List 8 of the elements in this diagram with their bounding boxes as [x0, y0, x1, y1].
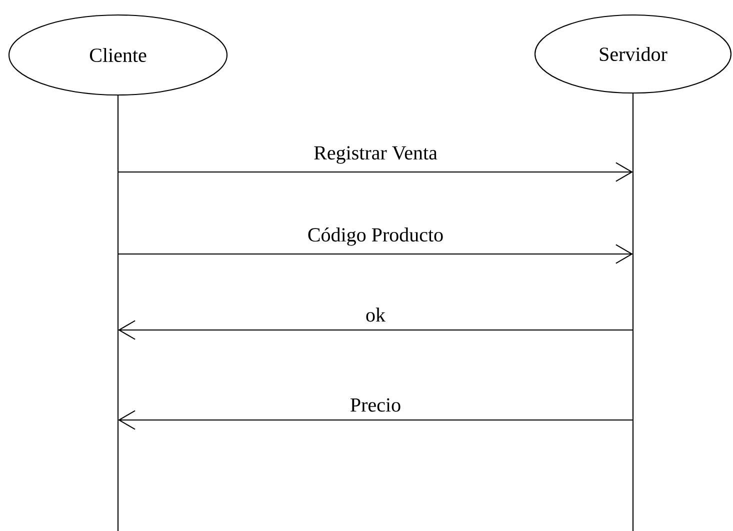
- message-arrow: [118, 410, 633, 430]
- message-arrow: [118, 162, 633, 182]
- message-label: Código Producto: [308, 228, 443, 246]
- message-arrow: [118, 320, 633, 340]
- message-label: ok: [366, 308, 386, 322]
- message-arrow: [118, 244, 633, 264]
- message-label: Registrar Venta: [314, 146, 438, 164]
- message-label: Precio: [350, 398, 400, 412]
